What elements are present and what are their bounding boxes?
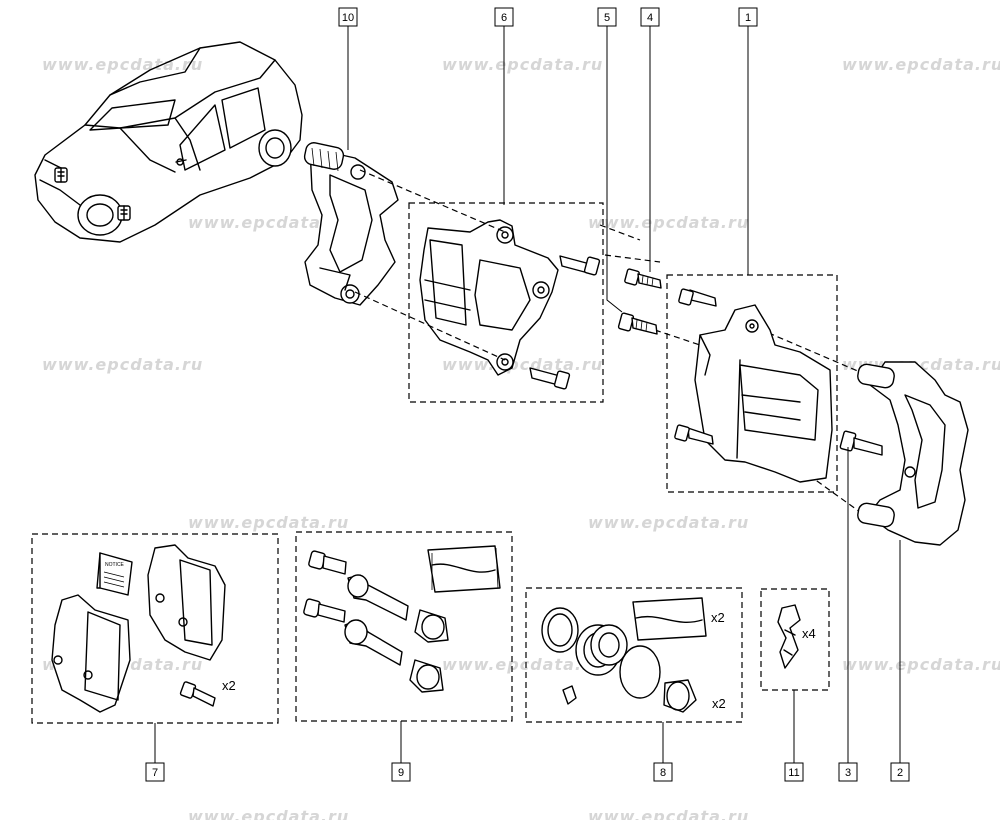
watermark-text: www.epcdata.ru [42,355,203,374]
watermark-text: www.epcdata.ru [442,55,603,74]
watermark-text: www.epcdata.ru [442,355,603,374]
callout-number: 8 [660,767,666,779]
part-4-bolt [624,268,662,289]
callout-number: 6 [501,12,507,24]
callout-8: 8 [653,762,673,782]
callout-3: 3 [838,762,858,782]
callout-1: 1 [738,7,758,27]
watermark-text: www.epcdata.ru [442,655,603,674]
part-6-caliper-group [408,202,604,403]
quantity-label: x4 [802,626,816,641]
callout-number: 1 [745,12,751,24]
callout-number: 7 [152,767,158,779]
watermark-text: www.epcdata.ru [588,513,749,532]
part-3-slide-bolt [839,430,883,456]
part-5-bolt [617,312,658,335]
watermark-text: www.epcdata.ru [842,55,1000,74]
part-8-seal-kit: x2 x2 [525,587,743,723]
callout-number: 11 [788,767,799,779]
callout-9: 9 [391,762,411,782]
callout-number: 3 [845,767,851,779]
part-9-guide-pin-kit [295,531,513,722]
watermark-text: www.epcdata.ru [188,513,349,532]
notice-leaflet-label: NOTICE [105,562,125,568]
callout-2: 2 [890,762,910,782]
part-10-caliper-bracket [303,142,399,306]
part-1-caliper-body-group [666,274,838,493]
callout-10: 10 [338,7,358,27]
part-2-carrier-bracket [857,361,969,546]
callout-number: 5 [604,12,610,24]
watermark-text: www.epcdata.ru [588,213,749,232]
part-11-clip-kit: x4 [760,588,830,691]
quantity-label: x2 [222,678,236,693]
quantity-label: x2 [711,610,725,625]
callout-number: 2 [897,767,903,779]
watermark-layer: www.epcdata.ru www.epcdata.ru www.epcdat… [42,55,1000,820]
callout-number: 10 [342,12,354,24]
quantity-label: x2 [712,696,726,711]
watermark-text: www.epcdata.ru [588,807,749,820]
watermark-text: www.epcdata.ru [188,213,349,232]
callout-number: 4 [647,12,653,24]
callout-6: 6 [494,7,514,27]
callout-4: 4 [640,7,660,27]
callout-leaders [154,26,901,763]
watermark-text: www.epcdata.ru [42,55,203,74]
part-7-brake-pads-kit: NOTICE x2 [31,533,279,724]
callout-11: 11 [784,762,804,782]
callout-5: 5 [597,7,617,27]
car-illustration [34,41,303,243]
callout-7: 7 [145,762,165,782]
watermark-text: www.epcdata.ru [842,655,1000,674]
watermark-text: www.epcdata.ru [188,807,349,820]
callout-number: 9 [398,767,404,779]
